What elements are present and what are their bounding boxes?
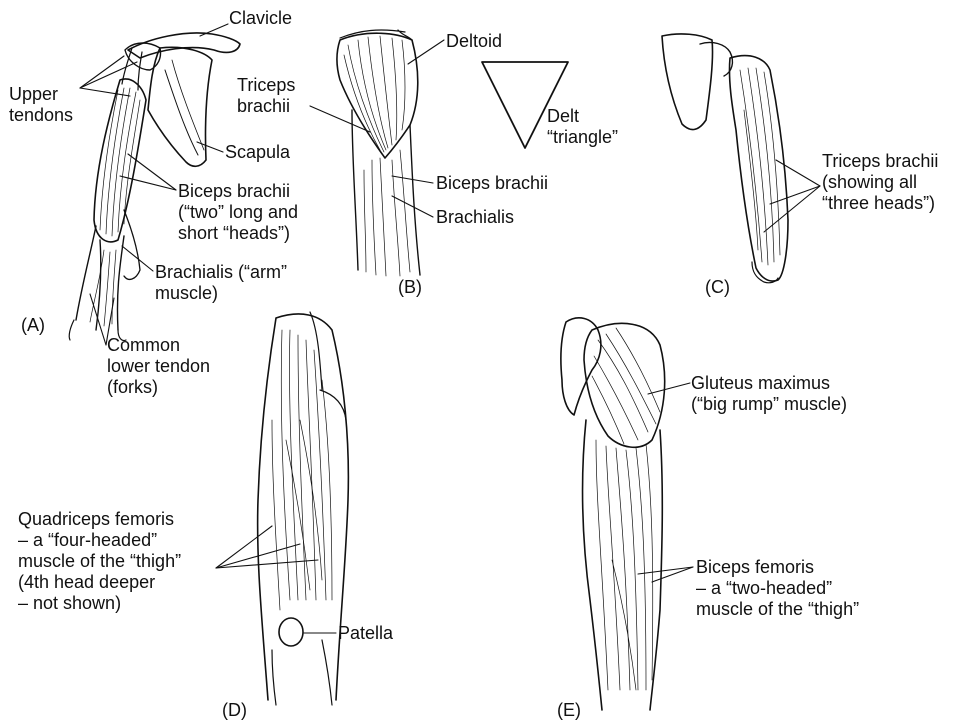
panel-d-tag: (D) [222,700,247,721]
brachialis-b-label: Brachialis [436,207,514,228]
panel-a-tag: (A) [21,315,45,336]
leg-gluteus-drawing [561,318,665,710]
thigh-outline [258,314,349,700]
biceps-femoris-label: Biceps femoris – a “two-headed” muscle o… [696,557,859,620]
delt-triangle-label: Delt “triangle” [547,106,618,148]
biceps-belly [94,79,146,242]
triceps-brachii-c-label: Triceps brachii (showing all “three head… [822,151,938,214]
biceps-brachii-b-label: Biceps brachii [436,173,548,194]
clavicle-bone [128,33,240,58]
clavicle-label: Clavicle [229,8,292,29]
leader-lines [80,24,820,633]
gluteus-muscle [584,323,665,447]
scapula-label: Scapula [225,142,290,163]
triceps-brachii-b-label: Triceps brachii [237,75,295,117]
panel-c-tag: (C) [705,277,730,298]
triceps-muscle [729,56,788,281]
quadriceps-femoris-label: Quadriceps femoris – a “four-headed” mus… [18,509,181,614]
panel-b-tag: (B) [398,277,422,298]
deltoid-label: Deltoid [446,31,502,52]
forearm [76,226,124,330]
scapula-bone [148,47,212,166]
deltoid-drawing [337,30,568,276]
patella-bone [279,618,303,646]
arm-triceps-drawing [662,34,788,283]
gluteus-maximus-label: Gluteus maximus (“big rump” muscle) [691,373,847,415]
biceps-brachii-label: Biceps brachii (“two” long and short “he… [178,181,298,244]
common-lower-tendon-label: Common lower tendon (forks) [107,335,210,398]
scapula-c [662,34,713,130]
brachialis-label: Brachialis (“arm” muscle) [155,262,287,304]
panel-e-tag: (E) [557,700,581,721]
patella-label: Patella [338,623,393,644]
pelvis-bone [561,318,601,415]
thigh-quadriceps-drawing [258,312,349,705]
upper-tendons-label: Upper tendons [9,84,73,126]
